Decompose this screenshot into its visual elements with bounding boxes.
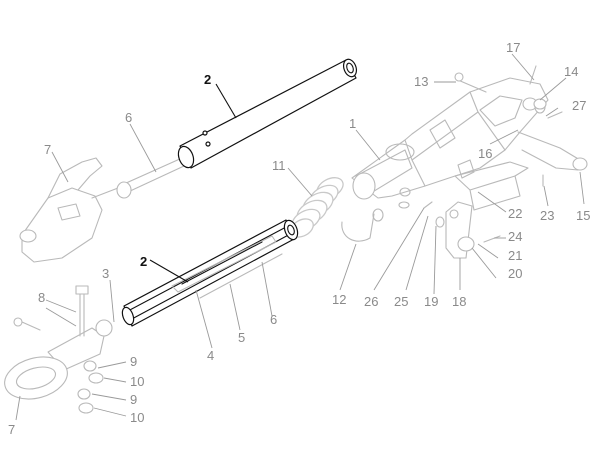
- callout-18: 18: [452, 294, 466, 309]
- callout-5: 5: [238, 330, 245, 345]
- callout-6-upper: 6: [125, 110, 132, 125]
- callout-4: 4: [207, 348, 214, 363]
- nut-washers: [77, 360, 104, 414]
- spring-bellows: [290, 177, 375, 242]
- callout-2-lower: 2: [140, 254, 147, 269]
- callout-8: 8: [38, 290, 45, 305]
- callout-19: 19: [424, 294, 438, 309]
- callout-7-lower: 7: [8, 422, 15, 437]
- sliding-rods: [171, 235, 283, 299]
- callout-9-lower: 9: [130, 392, 137, 407]
- pin-part-8: [13, 317, 41, 331]
- inner-tube-part-2: [177, 58, 358, 169]
- callout-7-upper: 7: [44, 142, 51, 157]
- callout-25: 25: [394, 294, 408, 309]
- leader-lines: [15, 53, 585, 421]
- callout-1: 1: [349, 116, 356, 131]
- callout-24: 24: [508, 229, 522, 244]
- callout-13: 13: [414, 74, 428, 89]
- callout-6-lower: 6: [270, 312, 277, 327]
- callout-22: 22: [508, 206, 522, 221]
- frame-tube: [352, 149, 413, 200]
- callout-10-lower: 10: [130, 410, 144, 425]
- callout-26: 26: [364, 294, 378, 309]
- callout-3: 3: [102, 266, 109, 281]
- tow-eye: [4, 319, 113, 400]
- callout-14: 14: [564, 64, 578, 79]
- frame-assembly: [351, 65, 588, 259]
- callout-2-upper: 2: [204, 72, 211, 87]
- callout-20: 20: [508, 266, 522, 281]
- callout-21: 21: [508, 248, 522, 263]
- callout-17: 17: [506, 40, 520, 55]
- callout-10-upper: 10: [130, 374, 144, 389]
- bolt-upper: [116, 157, 185, 199]
- callout-16: 16: [478, 146, 492, 161]
- callout-9-upper: 9: [130, 354, 137, 369]
- bolt-8: [75, 285, 89, 337]
- callout-27: 27: [572, 98, 586, 113]
- callout-15: 15: [576, 208, 590, 223]
- coupling-head: [19, 157, 119, 263]
- callout-12: 12: [332, 292, 346, 307]
- outer-tube-part-2: [121, 219, 299, 327]
- callout-23: 23: [540, 208, 554, 223]
- callout-11: 11: [272, 158, 286, 173]
- callout-labels: 2 2 1 3 4 5 6 6 7 7 8 9 9 10 10 11 12 13…: [8, 40, 590, 437]
